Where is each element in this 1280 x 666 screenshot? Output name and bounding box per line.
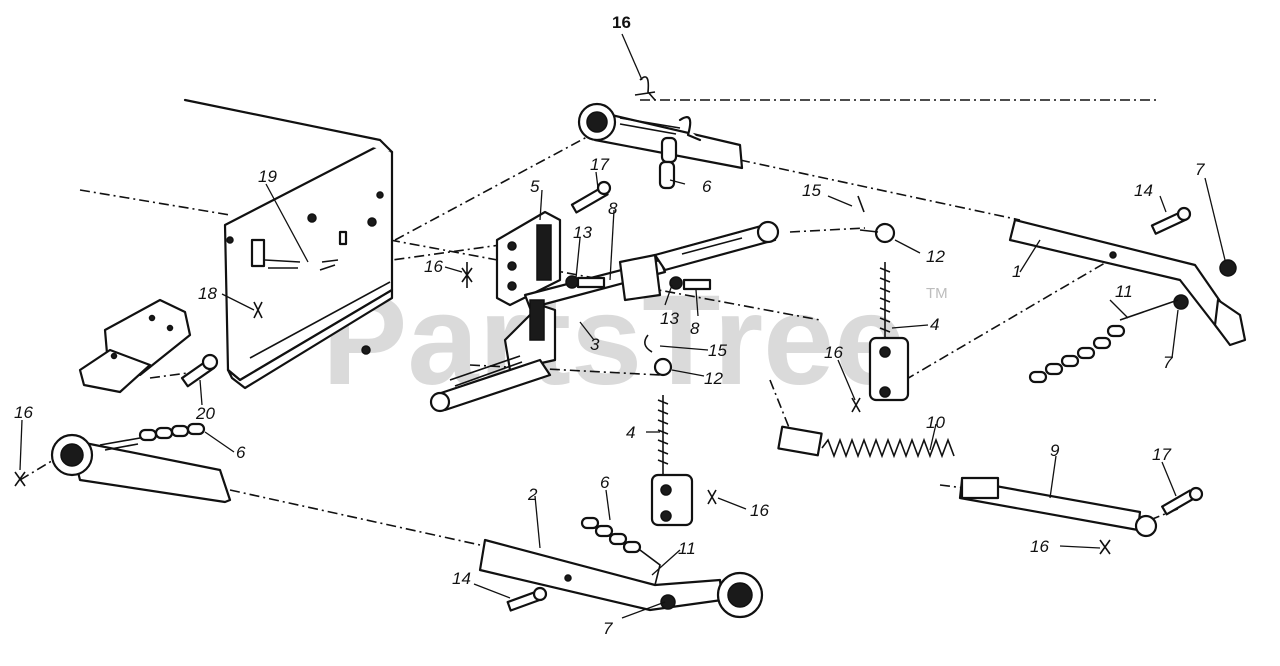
callout-11-bottom: 11	[678, 539, 696, 558]
callout-2: 2	[527, 485, 538, 504]
lower-link-left	[50, 422, 232, 504]
pin-14-bottom	[506, 586, 548, 612]
callout-17-mid: 17	[590, 155, 609, 174]
callout-18: 18	[198, 284, 217, 303]
hair-pins	[14, 76, 1111, 555]
lower-link-right-1	[1008, 218, 1247, 347]
callout-9: 9	[1050, 441, 1060, 460]
chain-left	[138, 422, 206, 442]
clevis-12-mid	[644, 334, 673, 377]
bolts-13-8	[565, 275, 712, 291]
watermark-text: PartsTree	[322, 269, 906, 412]
pin-17-right	[1161, 486, 1204, 516]
callout-4-mid: 4	[626, 423, 635, 442]
turnbuckle-9	[958, 476, 1158, 538]
callout-1: 1	[1012, 262, 1021, 281]
chain-6-bottom	[580, 516, 661, 586]
pin-14-right	[1150, 206, 1192, 235]
callout-14-bottom: 14	[452, 569, 471, 588]
top-link	[577, 102, 744, 190]
callout-10: 10	[926, 413, 945, 432]
callout-16-left-block: 16	[424, 257, 443, 276]
callout-8-top: 8	[608, 199, 618, 218]
spring-10	[777, 425, 955, 459]
leader-lines	[19, 33, 1226, 619]
callout-16-top: 16	[612, 13, 631, 32]
callout-16-bottom-mid: 16	[750, 501, 769, 520]
lift-rod-4-mid	[650, 395, 694, 527]
callout-3: 3	[590, 335, 600, 354]
callout-7-right: 7	[1163, 353, 1173, 372]
callout-14-right: 14	[1134, 181, 1153, 200]
watermark-trademark: TM	[926, 285, 948, 302]
callout-11-right: 11	[1115, 282, 1133, 301]
callout-6-left: 6	[236, 443, 246, 462]
clevis-12-right	[859, 222, 896, 244]
callout-17-right: 17	[1152, 445, 1171, 464]
callout-7-bottom: 7	[603, 619, 613, 638]
chain-11-right	[1028, 299, 1179, 384]
hitch-bracket	[78, 298, 192, 394]
callout-13-top: 13	[573, 223, 592, 242]
plate-5	[495, 210, 562, 307]
pin-17-mid	[570, 180, 612, 214]
callout-15-mid: 15	[708, 341, 727, 360]
callout-8-mid: 8	[690, 319, 700, 338]
callout-16-bottom-right: 16	[1030, 537, 1049, 556]
callout-labels: 16 6 17 5 8 13 15 12 14 7 1 11 7 19 16 1…	[14, 13, 1205, 638]
callout-20: 20	[195, 404, 215, 423]
pin-20	[180, 353, 219, 388]
callout-16-right-mid: 16	[824, 343, 843, 362]
callout-13-mid: 13	[660, 309, 679, 328]
callout-4-right: 4	[930, 315, 939, 334]
callout-7-top: 7	[1195, 160, 1205, 179]
callout-15-right: 15	[802, 181, 821, 200]
callout-19: 19	[258, 167, 277, 186]
callout-6-top: 6	[702, 177, 712, 196]
callout-12-right: 12	[926, 247, 945, 266]
callout-12-mid: 12	[704, 369, 723, 388]
mounting-frame	[183, 98, 394, 390]
lift-rod-4-right	[868, 262, 910, 402]
callout-6-bottom: 6	[600, 473, 610, 492]
lower-link-bottom-2	[478, 538, 764, 619]
nut-7-right	[1173, 259, 1237, 310]
callout-16-far-left: 16	[14, 403, 33, 422]
callout-5: 5	[530, 177, 540, 196]
